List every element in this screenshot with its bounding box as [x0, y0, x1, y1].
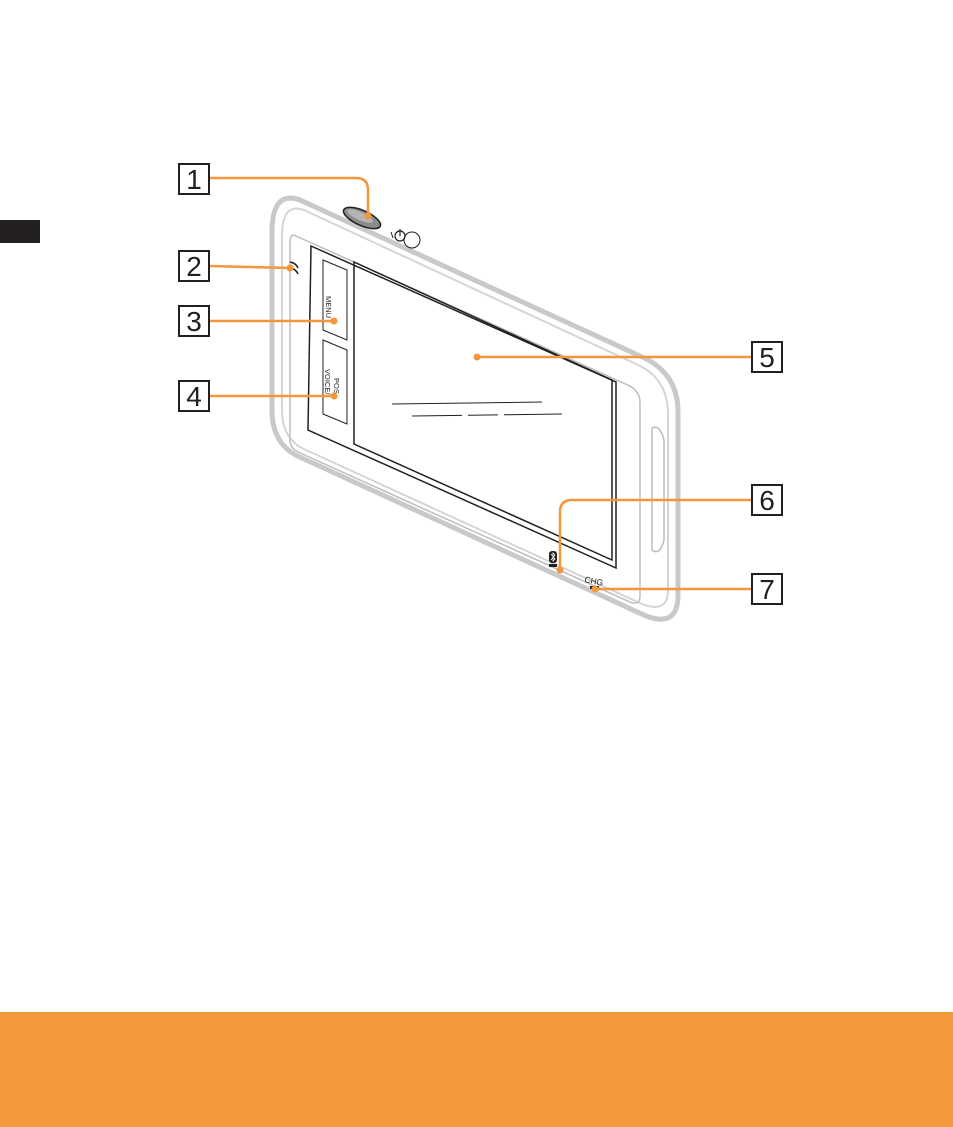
callout-6: 6 — [752, 485, 782, 516]
device-inner-shell — [282, 208, 668, 606]
device-outer-shell — [272, 198, 678, 619]
screen-reflection-2 — [412, 414, 562, 416]
bluetooth-icon — [549, 551, 557, 563]
device-body: CHG MENU VOICE/ POS. — [272, 198, 678, 619]
device-diagram: CHG MENU VOICE/ POS. 1 2 3 — [0, 0, 953, 700]
callout-7-number: 7 — [759, 574, 775, 605]
device-face-bevel — [290, 235, 640, 603]
callout-5-number: 5 — [759, 342, 775, 373]
top-button-ring — [404, 232, 420, 248]
leader-dot-5 — [474, 354, 481, 361]
footer-accent-bar — [0, 1012, 953, 1127]
voice-pos-label-line1: VOICE/ — [323, 369, 332, 395]
leader-dot-3 — [331, 318, 338, 325]
leader-dot-7 — [592, 586, 599, 593]
power-icon — [391, 229, 405, 241]
display-screen — [354, 262, 612, 560]
callout-2-number: 2 — [186, 251, 202, 282]
callout-3-number: 3 — [186, 306, 202, 337]
bluetooth-led — [549, 564, 557, 567]
callout-3: 3 — [179, 306, 209, 337]
callout-2: 2 — [179, 251, 209, 282]
leader-dot-4 — [331, 393, 338, 400]
leader-6 — [560, 500, 752, 568]
leader-2 — [209, 266, 290, 268]
callout-6-number: 6 — [759, 485, 775, 516]
callout-5: 5 — [752, 342, 782, 373]
leader-dot-6 — [557, 567, 564, 574]
menu-label: MENU — [324, 296, 333, 318]
screen-reflection-1 — [392, 402, 542, 404]
leader-dot-1 — [365, 213, 372, 220]
leader-dot-2 — [287, 265, 294, 272]
callout-4: 4 — [179, 381, 209, 412]
device-side-grip — [652, 427, 664, 551]
callout-1-number: 1 — [186, 164, 202, 195]
callout-4-number: 4 — [186, 381, 202, 412]
callout-7: 7 — [752, 574, 782, 605]
callout-1: 1 — [179, 164, 209, 195]
